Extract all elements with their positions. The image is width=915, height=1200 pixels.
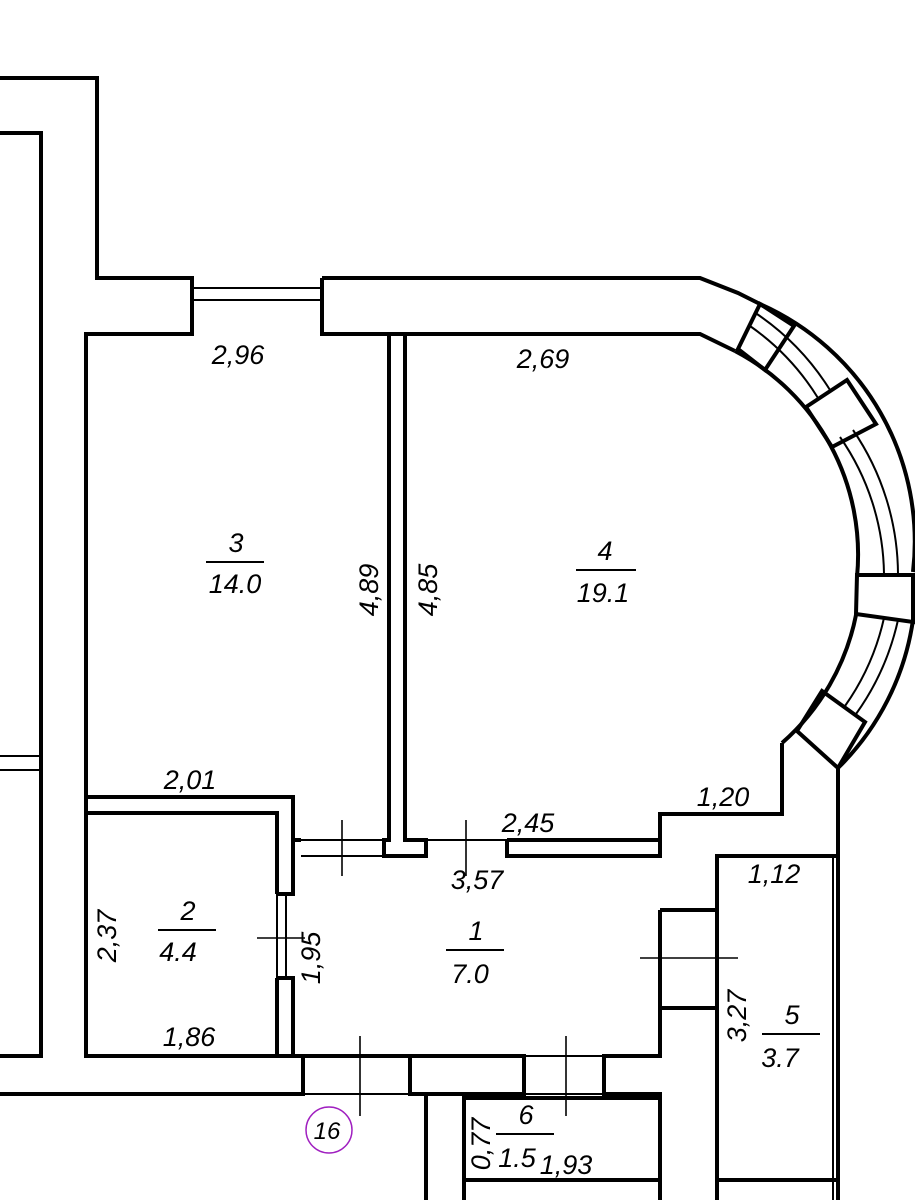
room-label-5: 5 3.7	[761, 1000, 820, 1073]
room-number: 3	[228, 528, 243, 558]
room-label-3: 3 14.0	[206, 528, 264, 599]
room-number: 4	[597, 536, 612, 566]
dimension-room2-width-bottom: 1,86	[163, 1022, 217, 1052]
room4-walls	[320, 276, 915, 912]
room-label-2: 2 4.4	[158, 896, 216, 967]
room-area: 1.5	[498, 1143, 537, 1173]
room-number: 5	[784, 1000, 800, 1030]
room-area: 4.4	[159, 937, 197, 967]
window-room3	[192, 287, 322, 301]
dimension-room6-height: 0,77	[466, 1117, 496, 1171]
room-label-6: 6 1.5	[496, 1100, 554, 1173]
left-walls	[0, 76, 305, 1096]
room-number: 2	[179, 896, 195, 926]
room-area: 3.7	[761, 1043, 800, 1073]
room-area: 19.1	[577, 578, 630, 608]
partition-3-4	[382, 334, 428, 858]
dimension-room6-width: 1,93	[540, 1150, 593, 1180]
dimension-bay-segment: 1,20	[697, 782, 750, 812]
room-number: 6	[518, 1100, 534, 1130]
dimension-room3-width: 2,96	[211, 340, 266, 370]
dimension-hall-width: 3,57	[451, 865, 505, 895]
axis-marker-label: 16	[314, 1118, 341, 1145]
room-area: 7.0	[451, 959, 489, 989]
axis-marker: 16	[305, 1106, 353, 1154]
room6-walls	[462, 1096, 660, 1200]
dimension-room5-width: 1,12	[748, 859, 801, 889]
axis-marker-circle	[305, 1106, 353, 1154]
door-ticks	[257, 820, 738, 1116]
room-number: 1	[468, 916, 483, 946]
dimension-room4-width: 2,69	[516, 344, 570, 374]
room-area: 14.0	[209, 569, 262, 599]
dimension-room2-height: 2,37	[92, 909, 122, 964]
dimension-room3-height: 4,89	[354, 564, 384, 617]
dimension-wall-segment: 2,45	[501, 808, 556, 838]
dimension-room4-height: 4,85	[413, 563, 443, 617]
dimension-room5-height: 3,27	[722, 989, 752, 1043]
room2-walls	[86, 795, 301, 1056]
dimension-door-width: 1,95	[296, 931, 326, 985]
room-label-1: 1 7.0	[446, 916, 504, 989]
room5-walls	[715, 856, 840, 1200]
dimension-room2-width-top: 2,01	[163, 765, 217, 795]
room-label-4: 4 19.1	[576, 536, 636, 608]
